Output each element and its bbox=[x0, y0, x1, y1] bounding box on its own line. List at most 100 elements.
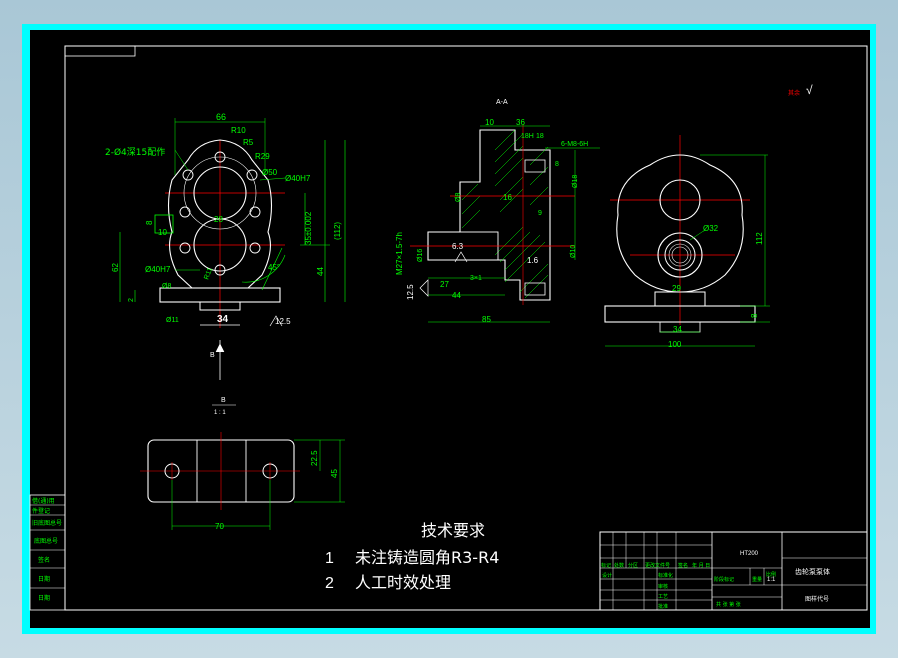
tb-stage-2: 重量 bbox=[752, 576, 762, 583]
side-dim-8: 8 bbox=[750, 313, 759, 318]
title-block: HT200 齿轮泵泵体 图样代号 1:1 标记 处数 分区 更改文件号 签名 年… bbox=[599, 531, 868, 611]
dim-44: 44 bbox=[316, 267, 325, 276]
sec-roughness-16: 1.6 bbox=[527, 256, 539, 265]
tb-row-label-1: 标记 bbox=[601, 562, 611, 569]
sec-dim-16: 16 bbox=[503, 193, 512, 202]
dim-r29: R29 bbox=[255, 152, 270, 161]
strip-cell-1: 借(通)用 bbox=[32, 497, 55, 505]
tb-role-4: 工艺 bbox=[658, 594, 668, 600]
bolt-hole-3 bbox=[246, 169, 258, 181]
sec-phi16: Ø16 bbox=[417, 249, 424, 262]
sec-phi10: Ø10 bbox=[570, 245, 577, 258]
sec-thread: 6-M8-6H bbox=[561, 141, 588, 148]
side-dim-29: 29 bbox=[672, 284, 681, 293]
dim-phi40h7-bot: Ø40H7 bbox=[145, 265, 171, 274]
sec-dim-3x1: 3×1 bbox=[470, 275, 482, 282]
b-arrow-label: B bbox=[210, 352, 215, 359]
strip-cell-4: 底图总号 bbox=[34, 537, 58, 545]
sec-dim-27: 27 bbox=[440, 280, 449, 289]
technical-requirements: 技术要求 1 未注铸造圆角R3-R4 2 人工时效处理 bbox=[325, 521, 499, 592]
roughness-12-5: 12.5 bbox=[275, 317, 291, 326]
side-phi32: Ø32 bbox=[703, 224, 719, 233]
tb-row-label-2: 处数 bbox=[614, 562, 624, 569]
section-thread-hole-top bbox=[524, 159, 546, 173]
tb-row-label-3: 分区 bbox=[628, 562, 638, 569]
corner-tab bbox=[64, 45, 136, 57]
dim-34-bold: 34 bbox=[217, 314, 229, 325]
sec-dim-36: 36 bbox=[516, 118, 525, 127]
side-upper-bore bbox=[659, 179, 701, 221]
front-view: 66 R10 R5 R29 Ø50 Ø40H7 2-Ø4深15配作 28 35±… bbox=[105, 112, 346, 380]
bolt-hole-5 bbox=[249, 206, 261, 218]
side-lower-boss bbox=[657, 232, 703, 278]
dim-28: 28 bbox=[214, 215, 223, 224]
side-dim-34: 34 bbox=[673, 325, 682, 334]
dim-45deg-arc bbox=[241, 254, 286, 283]
strip-cell-7: 日期 bbox=[38, 594, 50, 602]
dim-45deg: 45° bbox=[268, 263, 280, 272]
b-dim-22-5: 22.5 bbox=[310, 450, 319, 466]
tb-role-2: 标准化 bbox=[658, 572, 673, 579]
sec-thread2: M27×1.5-7h bbox=[395, 232, 404, 275]
dim-2: 2 bbox=[128, 298, 135, 302]
sec-dim-18h: 18H bbox=[521, 133, 534, 140]
sec-phi8: Ø8 bbox=[455, 193, 462, 202]
sec-phi18: Ø18 bbox=[572, 175, 579, 188]
strip-cell-3: 旧底图总号 bbox=[32, 519, 62, 527]
tb-role-1: 设计 bbox=[602, 572, 612, 579]
tech-req-text-1: 未注铸造圆角R3-R4 bbox=[355, 548, 499, 567]
side-view: Ø32 112 29 8 34 100 bbox=[604, 135, 770, 349]
dim-r5: R5 bbox=[243, 138, 254, 147]
bolt-hole-2 bbox=[182, 169, 194, 181]
front-upper-bolt-circle bbox=[183, 156, 257, 230]
section-thread-hole-bot bbox=[524, 282, 546, 296]
left-revision-strip: 借(通)用 件登记 旧底图总号 底图总号 签名 日期 日期 bbox=[29, 494, 66, 611]
inner-border bbox=[64, 45, 868, 611]
dim-r10: R10 bbox=[231, 126, 246, 135]
dim-phi40h7-top: Ø40H7 bbox=[285, 174, 311, 183]
drawing-sheet bbox=[30, 30, 870, 628]
front-body-outline bbox=[167, 139, 273, 289]
tb-sheet: 共 张 第 张 bbox=[716, 601, 741, 608]
side-body-outline bbox=[616, 154, 744, 293]
b-dim-70: 70 bbox=[215, 522, 224, 531]
b-view-scale: 1 : 1 bbox=[214, 410, 226, 416]
tb-part-name: 齿轮泵泵体 bbox=[795, 567, 830, 576]
side-dim-100: 100 bbox=[668, 340, 682, 349]
strip-cell-5: 签名 bbox=[38, 556, 50, 564]
tb-material: HT200 bbox=[740, 551, 759, 557]
sec-roughness-63: 6.3 bbox=[452, 242, 464, 251]
dim-62: 62 bbox=[111, 263, 120, 272]
dim-holes: 2-Ø4深15配作 bbox=[105, 146, 165, 158]
roughness-note-label: 其余 bbox=[788, 89, 800, 97]
sec-dim-9: 9 bbox=[538, 210, 542, 217]
roughness-symbol bbox=[269, 315, 283, 327]
sec-dim-44: 44 bbox=[452, 291, 461, 300]
dim-phi50: Ø50 bbox=[262, 168, 278, 177]
dim-phi11: Ø11 bbox=[166, 317, 179, 324]
dim-phi8: Ø8 bbox=[162, 283, 171, 290]
sec-dim-8: 8 bbox=[555, 161, 559, 168]
b-view-title: B bbox=[221, 397, 226, 404]
tb-drawing-no-label: 图样代号 bbox=[805, 595, 829, 603]
section-outline bbox=[427, 129, 551, 301]
tb-scale: 1:1 bbox=[767, 577, 776, 583]
section-hatch bbox=[461, 129, 549, 299]
dim-r11: R11 bbox=[203, 267, 214, 281]
dim-66: 66 bbox=[216, 112, 226, 122]
bolt-hole-6 bbox=[179, 242, 191, 254]
front-base-foot bbox=[199, 301, 241, 311]
tech-req-text-2: 人工时效处理 bbox=[355, 573, 451, 592]
roughness-check-symbol: √ bbox=[806, 83, 813, 97]
sec-dim-18: 18 bbox=[536, 133, 544, 140]
dim-112-paren: (112) bbox=[333, 222, 342, 240]
tb-row-label-5: 签名 bbox=[678, 562, 688, 569]
sec-dim-10: 10 bbox=[485, 118, 494, 127]
tech-req-title: 技术要求 bbox=[421, 521, 485, 540]
dim-10: 10 bbox=[158, 228, 167, 237]
tb-row-label-6: 年 月 日 bbox=[692, 562, 710, 569]
tb-stage-1: 阶段标记 bbox=[714, 576, 734, 583]
strip-cell-2: 件登记 bbox=[32, 507, 50, 515]
b-dim-45: 45 bbox=[330, 469, 339, 478]
